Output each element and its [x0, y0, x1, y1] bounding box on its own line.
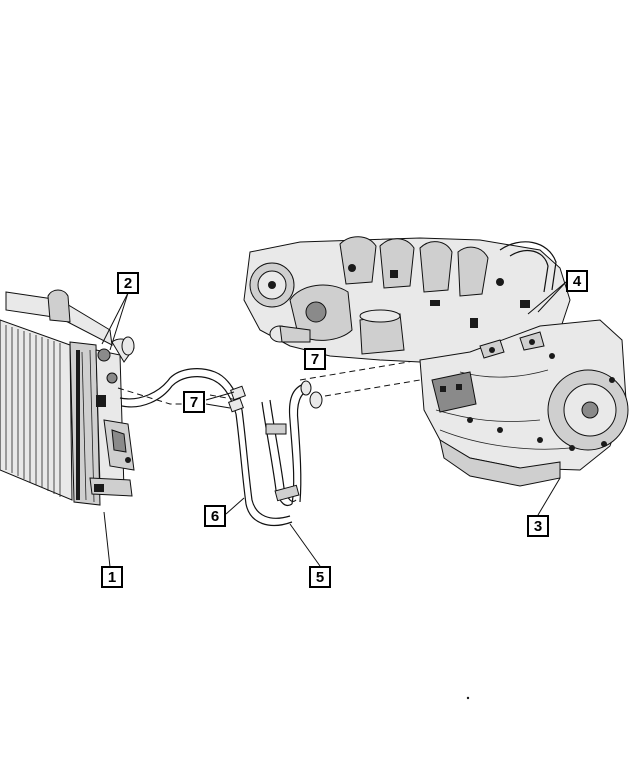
- callout-transmission-fittings: 4: [566, 270, 588, 292]
- callout-radiator: 1: [101, 566, 123, 588]
- callout-upper-fittings: 2: [117, 272, 139, 294]
- callout-cooler-line-a: 5: [309, 566, 331, 588]
- callout-cooler-line-b: 6: [204, 505, 226, 527]
- callout-transmission: 3: [527, 515, 549, 537]
- radiator-illustration: [0, 289, 135, 506]
- callout-clamp-left: 7: [183, 391, 205, 413]
- cooler-lines: [119, 368, 311, 526]
- callout-clamp-right: 7: [304, 348, 326, 370]
- engine-illustration: [243, 236, 629, 487]
- line-clamps: [228, 380, 323, 502]
- leader-lines: [101, 281, 567, 568]
